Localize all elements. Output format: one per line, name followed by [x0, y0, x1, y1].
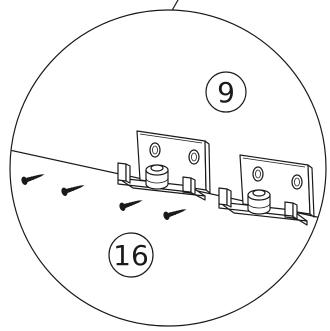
screw-2	[61, 185, 85, 196]
callout-part-a: 9	[205, 71, 247, 113]
hinge-bracket-2	[218, 154, 315, 226]
callout-part-b-label: 16	[113, 239, 149, 272]
screw-4	[163, 209, 187, 220]
screw-3	[119, 200, 143, 211]
screw-1	[21, 174, 45, 185]
hinge-bracket-1	[117, 130, 211, 201]
callout-part-a-label: 9	[217, 76, 235, 109]
callout-part-b: 16	[108, 232, 154, 278]
